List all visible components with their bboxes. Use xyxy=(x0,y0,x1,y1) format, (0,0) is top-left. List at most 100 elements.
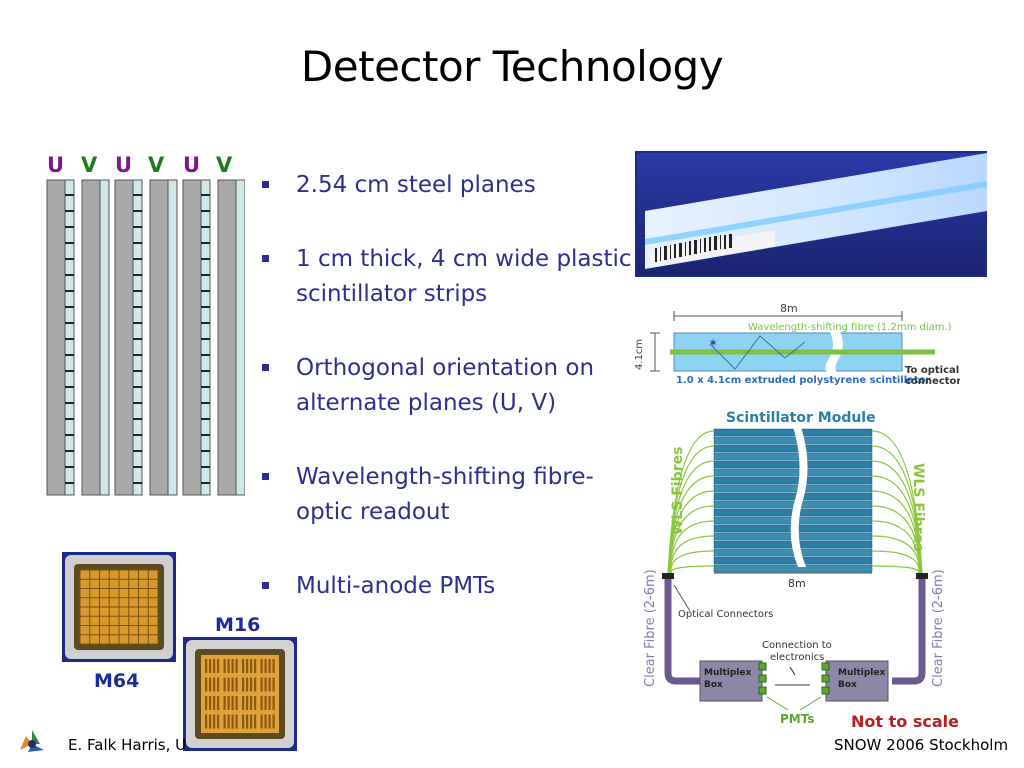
svg-text:✶: ✶ xyxy=(708,336,718,350)
steel-plane xyxy=(114,179,134,496)
module-strip xyxy=(713,468,873,477)
pmt-dynode-slot xyxy=(213,714,216,729)
pmt-dynode-slot xyxy=(268,677,271,692)
pmt-dynode-slot xyxy=(235,659,238,673)
pmt-dynode-slot xyxy=(209,696,212,710)
fibre-label: Wavelength-shifting fibre (1.2mm diam.) xyxy=(748,322,952,333)
bullet-square-icon xyxy=(262,255,269,262)
pmt-dynode-slot xyxy=(254,714,257,729)
pmt-dynode-slot xyxy=(213,696,216,710)
module-strip xyxy=(713,556,873,565)
pmt-dynode-slot xyxy=(209,677,212,692)
pmt-dynode-slot xyxy=(250,696,253,710)
to-optical-label: To optical xyxy=(905,365,959,376)
pmt-dynode-slot xyxy=(242,677,245,692)
strip-diagram-drawing: 8m ✶ Wavelength-shifting fibre (1.2mm di… xyxy=(634,302,961,387)
pmt-dynode-slot xyxy=(246,714,249,729)
module-strip xyxy=(713,476,873,485)
pmt-dynode-slot xyxy=(260,659,263,673)
pmt-dynode-slot xyxy=(205,714,208,729)
pmt-dynode-slot xyxy=(205,696,208,710)
pmt-dynode-slot xyxy=(268,696,271,710)
pmt-dynode-slot xyxy=(260,714,263,729)
scintillator-plane xyxy=(167,179,178,496)
optical-connectors-label: Optical Connectors xyxy=(678,609,773,620)
logo-icon xyxy=(14,726,50,762)
plane-stack xyxy=(45,150,246,500)
connection-label-2: electronics xyxy=(770,652,824,663)
pmt-dynode-slot xyxy=(231,714,234,729)
connector-label: connector xyxy=(905,376,960,387)
pmt-dynode-slot xyxy=(213,677,216,692)
pmt-dynode-slot xyxy=(254,659,257,673)
pmt-dynode-slot xyxy=(235,714,238,729)
pmt-dynode-slot xyxy=(272,696,275,710)
extrusion-label: 1.0 x 4.1cm extruded polystyrene scintil… xyxy=(676,375,931,386)
connection-label-1: Connection to xyxy=(762,640,832,651)
module-strip xyxy=(713,444,873,453)
pmt-dynode-slot xyxy=(227,659,230,673)
pmt-dynode-slot xyxy=(217,714,220,729)
pmt-dynode-slot xyxy=(260,696,263,710)
scintillator-plane xyxy=(200,179,211,496)
module-length-label: 8m xyxy=(788,577,806,590)
pmt-dynode-slot xyxy=(205,677,208,692)
strip-width-label: 4.1cm xyxy=(634,339,645,370)
steel-plane xyxy=(217,179,237,496)
pmt-dynode-slot xyxy=(254,696,257,710)
bullet-item: Wavelength-shifting fibre-optic readout xyxy=(258,460,633,530)
pmt-dynode-slot xyxy=(235,696,238,710)
mux-right-label-1: Multiplex xyxy=(838,668,885,678)
not-to-scale-label: Not to scale xyxy=(851,712,959,731)
pmt-dynode-slot xyxy=(272,714,275,729)
plane-label-u1: U xyxy=(47,153,65,177)
bullet-square-icon xyxy=(262,181,269,188)
strip-diagram: 8m ✶ Wavelength-shifting fibre (1.2mm di… xyxy=(630,300,961,395)
pmt-dynode-slot xyxy=(268,659,271,673)
steel-plane xyxy=(149,179,169,496)
pmt-dynode-slot xyxy=(246,659,249,673)
mux-left-label-2: Box xyxy=(704,680,723,690)
pmt-dynode-slot xyxy=(223,696,226,710)
pmt-dynode-slot xyxy=(242,659,245,673)
module-strip xyxy=(713,428,873,437)
module-strip xyxy=(713,492,873,501)
pmt-dynode-slot xyxy=(227,696,230,710)
pmt-dynode-slot xyxy=(227,714,230,729)
pmt-m16-photo xyxy=(183,637,297,751)
plane-label-v1: V xyxy=(81,153,98,177)
module-strip xyxy=(713,500,873,509)
wls-fibre-left xyxy=(670,565,715,574)
pmt-dynode-slot xyxy=(231,677,234,692)
pmt-m16-photo-drawing xyxy=(186,640,294,748)
module-strip xyxy=(713,484,873,493)
wls-label-right: WLS Fibres xyxy=(910,463,926,551)
pmt-dynode-slot xyxy=(242,696,245,710)
mux-right-label-2: Box xyxy=(838,680,857,690)
scintillator-strip-photo xyxy=(635,151,987,277)
pmt-dynode-slot xyxy=(231,696,234,710)
pmt-dynode-slot xyxy=(231,659,234,673)
scintillator-plane xyxy=(64,179,75,496)
pmt-dynode-slot xyxy=(213,659,216,673)
pmt-dynode-slot xyxy=(217,659,220,673)
scintillator-plane xyxy=(132,179,143,496)
bullet-square-icon xyxy=(262,364,269,371)
wls-fibre-left xyxy=(670,535,715,574)
pmt-dynode-slot xyxy=(217,696,220,710)
module-strip xyxy=(713,564,873,573)
wls-label-left: WLS Fibres xyxy=(670,447,686,535)
plane-label-u3: U xyxy=(183,153,201,177)
clear-fibre-label-right: Clear Fibre (2-6m) xyxy=(931,569,946,687)
pmt-m64-photo xyxy=(62,552,176,662)
pmt-dynode-slot xyxy=(217,677,220,692)
pmt-dynode-slot xyxy=(209,659,212,673)
pmt-dynode-slot xyxy=(205,659,208,673)
clear-fibre-label-left: Clear Fibre (2-6m) xyxy=(643,569,658,687)
pmt-dynode-slot xyxy=(250,677,253,692)
pmt-dynode-slot xyxy=(227,677,230,692)
module-title: Scintillator Module xyxy=(726,410,876,426)
pmt-dynode-slot xyxy=(242,714,245,729)
pmt-dynode-slot xyxy=(272,677,275,692)
bullet-list: 2.54 cm steel planes 1 cm thick, 4 cm wi… xyxy=(258,168,633,643)
